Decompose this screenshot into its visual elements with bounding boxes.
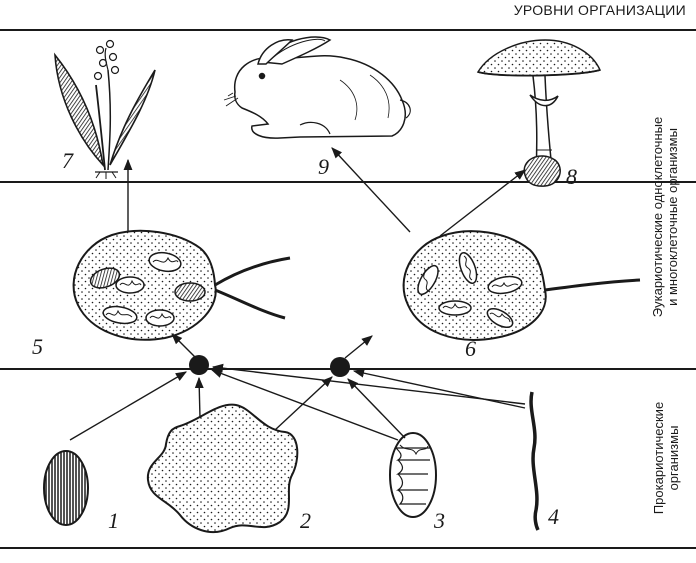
label-4: 4 bbox=[548, 504, 559, 529]
label-1: 1 bbox=[108, 508, 119, 533]
arrow-2-to-node-right bbox=[275, 377, 332, 430]
arrow-1-to-node-left bbox=[70, 372, 186, 440]
label-6: 6 bbox=[465, 336, 476, 361]
arrow-6-to-8 bbox=[440, 170, 525, 236]
prokaryote-1-icon bbox=[44, 451, 88, 525]
label-5: 5 bbox=[32, 334, 43, 359]
prokaryote-2-icon bbox=[148, 405, 297, 532]
label-9: 9 bbox=[318, 154, 329, 179]
rabbit-icon bbox=[224, 37, 410, 138]
arrow-3-to-node-right bbox=[348, 379, 405, 438]
eukaryotic-cell-6-icon bbox=[404, 231, 640, 340]
label-3: 3 bbox=[433, 508, 445, 533]
label-8: 8 bbox=[566, 164, 577, 189]
symbiosis-node-right bbox=[330, 357, 350, 377]
mushroom-icon bbox=[478, 40, 600, 186]
label-2: 2 bbox=[300, 508, 311, 533]
arrow-4-to-node-right bbox=[354, 371, 525, 408]
arrow-6-to-9 bbox=[332, 148, 410, 232]
arrow-2-to-node-left bbox=[199, 378, 200, 418]
prokaryote-3-icon bbox=[390, 433, 436, 517]
prokaryote-4-icon bbox=[531, 392, 538, 530]
eukaryotic-cell-5-icon bbox=[74, 231, 290, 340]
symbiosis-node-left bbox=[189, 355, 209, 375]
arrow-node-to-6 bbox=[345, 336, 372, 358]
label-7: 7 bbox=[62, 148, 74, 173]
arrow-node-to-5 bbox=[172, 334, 195, 357]
